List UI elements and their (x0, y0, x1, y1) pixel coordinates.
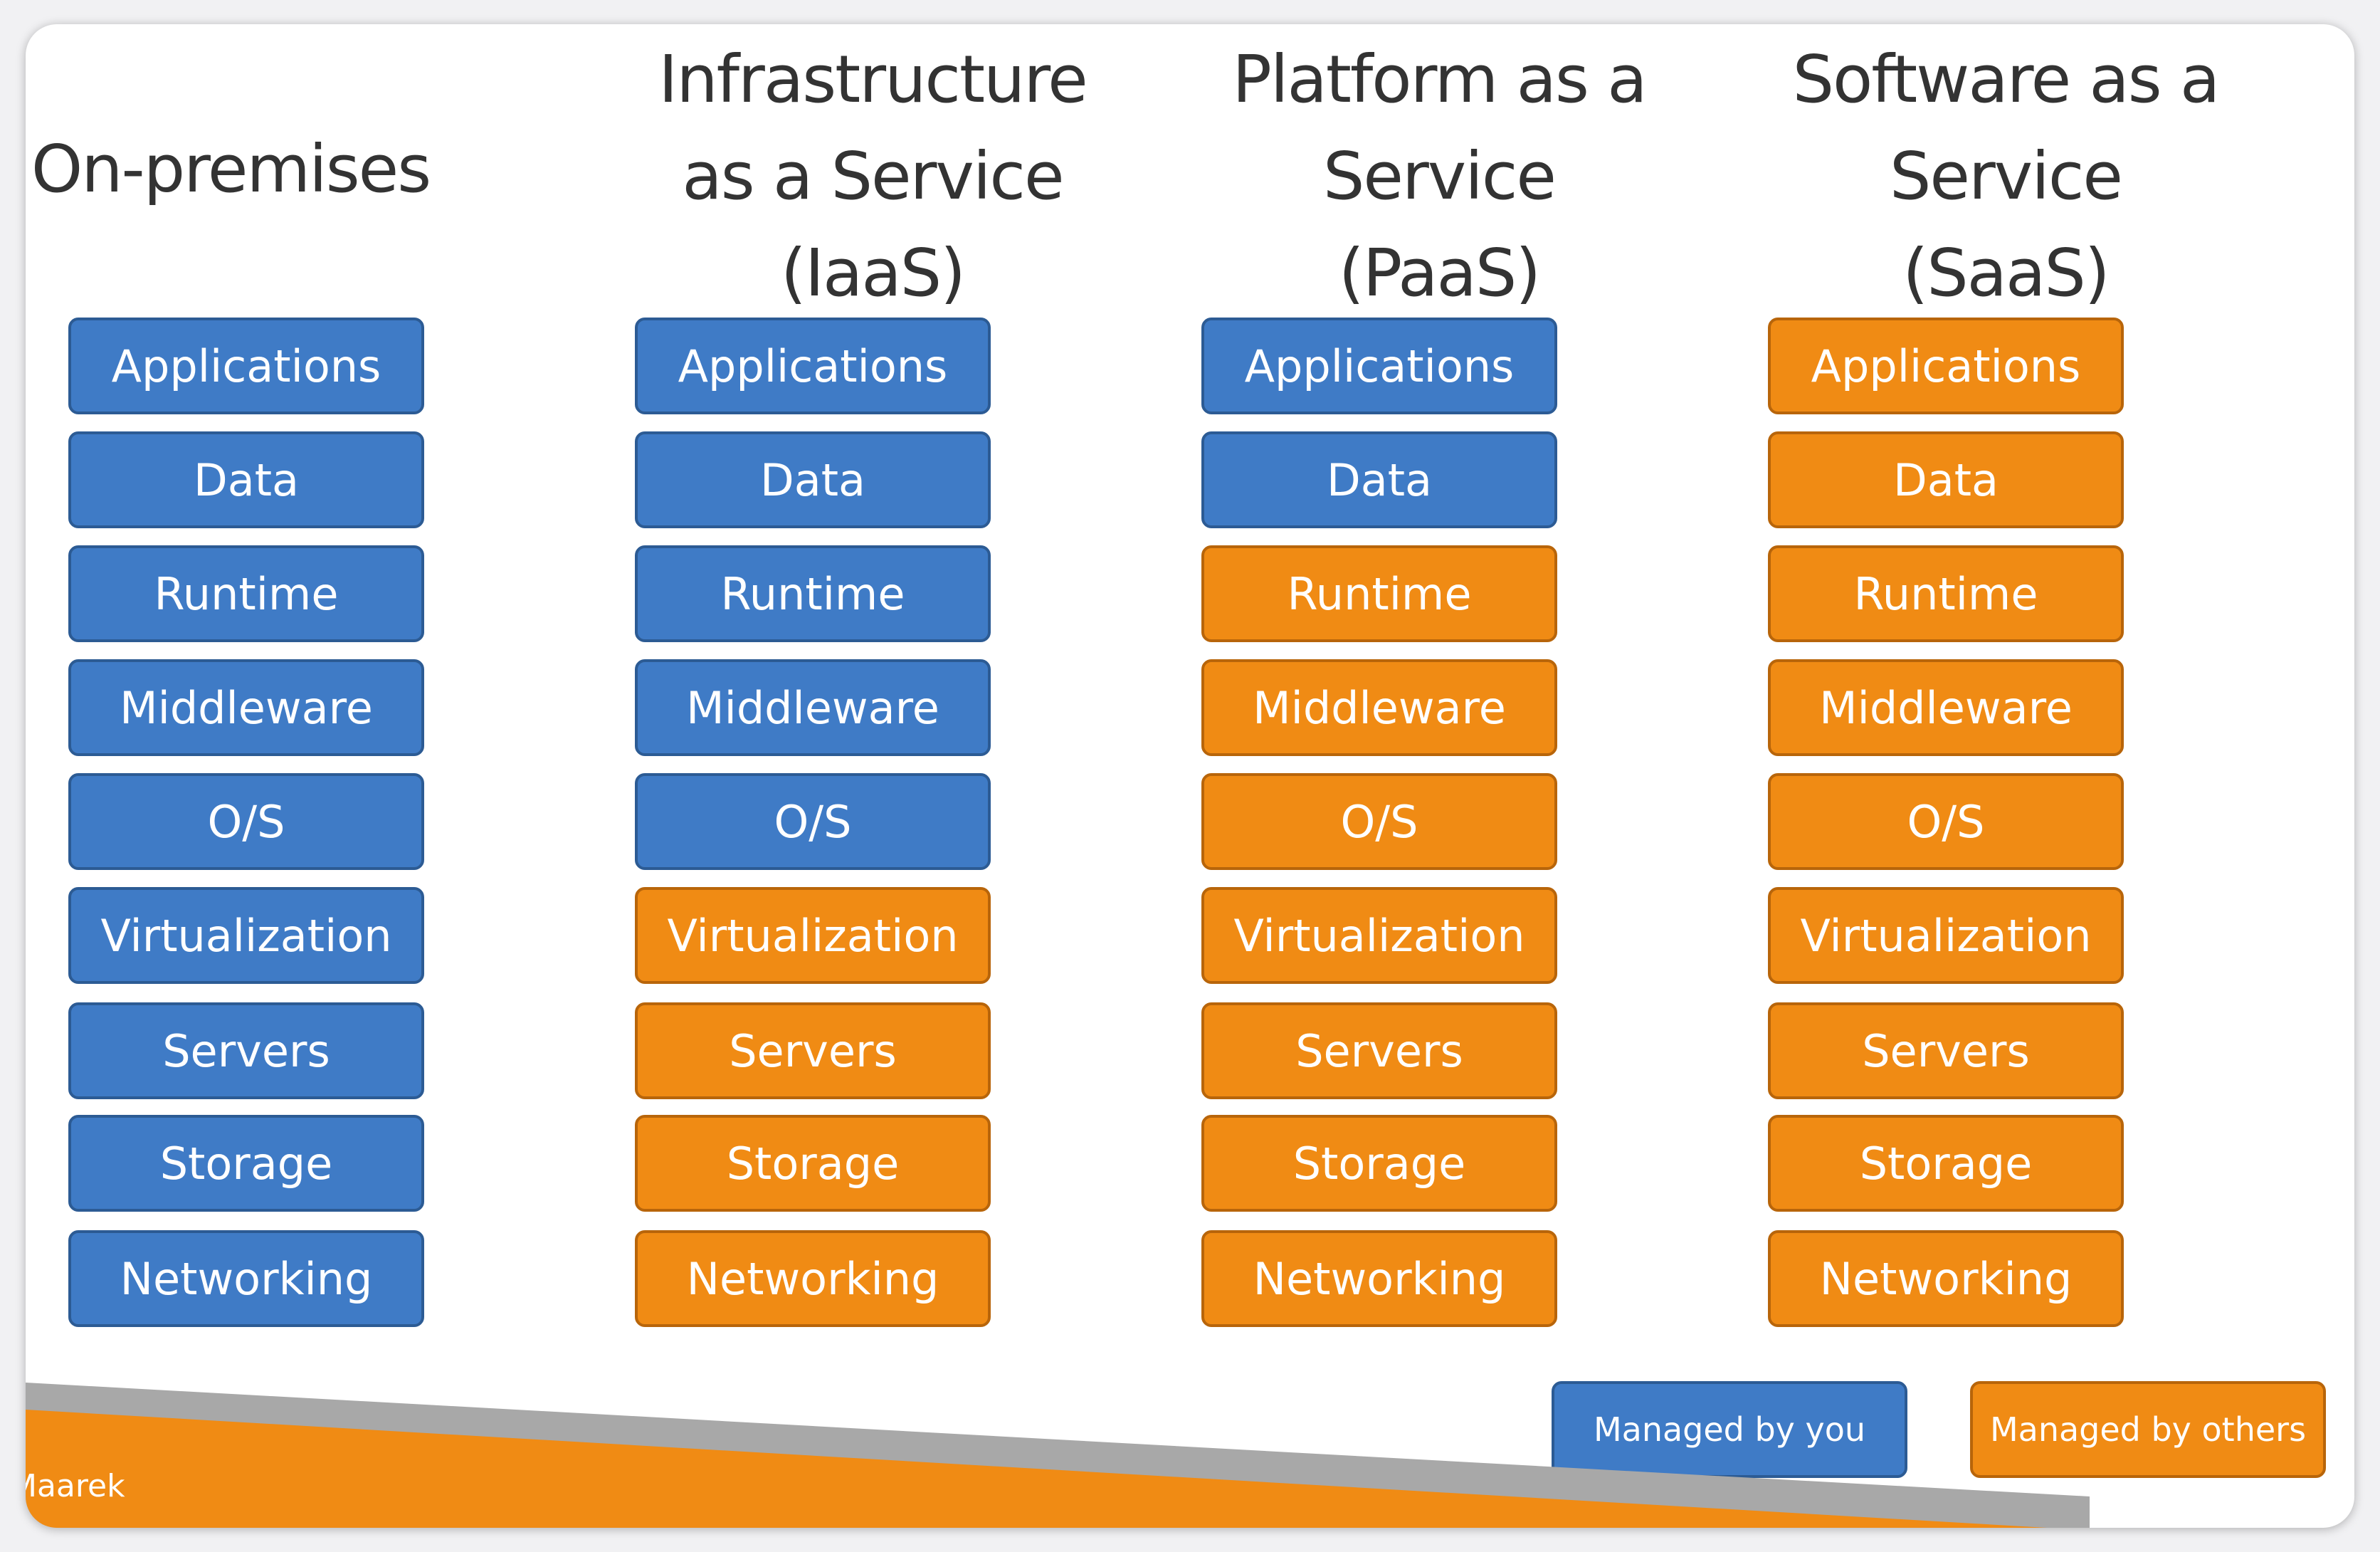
column-title-line: (PaaS) (1338, 235, 1541, 311)
column-title-line: Service (1322, 138, 1557, 214)
layer-tile-applications: Applications (68, 318, 424, 414)
layer-tile-storage: Storage (1768, 1115, 2124, 1212)
layer-tile-data: Data (1768, 431, 2124, 528)
layer-tile-servers: Servers (68, 1002, 424, 1099)
legend-others-label: Managed by others (1989, 1410, 2307, 1449)
layer-tile-o-s: O/S (635, 773, 991, 870)
column-title-line: Software as a (1792, 41, 2221, 117)
layer-tile-storage: Storage (635, 1115, 991, 1212)
column-title-line: Service (1889, 138, 2123, 214)
layer-tile-networking: Networking (1201, 1230, 1557, 1327)
layer-tile-applications: Applications (1201, 318, 1557, 414)
layer-tile-networking: Networking (68, 1230, 424, 1327)
column-title-line: as a Service (682, 138, 1064, 214)
layer-tile-virtualization: Virtualization (68, 887, 424, 984)
column-title-line: On-premises (31, 131, 431, 207)
layer-tile-servers: Servers (635, 1002, 991, 1099)
layer-tile-runtime: Runtime (1201, 545, 1557, 642)
layer-tile-middleware: Middleware (68, 659, 424, 756)
layer-tile-middleware: Middleware (1768, 659, 2124, 756)
layer-tile-o-s: O/S (1768, 773, 2124, 870)
layer-tile-applications: Applications (635, 318, 991, 414)
layer-tile-middleware: Middleware (635, 659, 991, 756)
layer-tile-servers: Servers (1768, 1002, 2124, 1099)
column-title: Infrastructure as a Service (IaaS) (616, 31, 1129, 322)
layer-tile-data: Data (1201, 431, 1557, 528)
layer-tile-middleware: Middleware (1201, 659, 1557, 756)
layer-tile-applications: Applications (1768, 318, 2124, 414)
column-title-line: (SaaS) (1902, 235, 2110, 311)
legend-managed-by-others: Managed by others (1970, 1381, 2326, 1478)
column-title: Platform as a Service (PaaS) (1183, 31, 1695, 322)
legend-managed-by-you: Managed by you (1552, 1381, 1907, 1478)
layer-tile-networking: Networking (1768, 1230, 2124, 1327)
column-title-line: Infrastructure (658, 41, 1088, 117)
layer-tile-data: Data (635, 431, 991, 528)
legend-you-label: Managed by you (1593, 1410, 1866, 1449)
layer-tile-runtime: Runtime (1768, 545, 2124, 642)
layer-tile-virtualization: Virtualization (1201, 887, 1557, 984)
column-title: Software as a Service (SaaS) (1749, 31, 2262, 322)
layer-tile-o-s: O/S (68, 773, 424, 870)
layer-tile-o-s: O/S (1201, 773, 1557, 870)
layer-tile-data: Data (68, 431, 424, 528)
column-title-line: (IaaS) (780, 235, 966, 311)
layer-tile-storage: Storage (68, 1115, 424, 1212)
layer-tile-runtime: Runtime (635, 545, 991, 642)
column-title-line: Platform as a (1232, 41, 1647, 117)
layer-tile-networking: Networking (635, 1230, 991, 1327)
layer-tile-virtualization: Virtualization (1768, 887, 2124, 984)
layer-tile-runtime: Runtime (68, 545, 424, 642)
layer-tile-storage: Storage (1201, 1115, 1557, 1212)
footer-brand-text: Maarek (26, 1468, 125, 1504)
layer-tile-servers: Servers (1201, 1002, 1557, 1099)
layer-tile-virtualization: Virtualization (635, 887, 991, 984)
column-title: On-premises (26, 121, 487, 218)
footer-wave (26, 1383, 2090, 1528)
